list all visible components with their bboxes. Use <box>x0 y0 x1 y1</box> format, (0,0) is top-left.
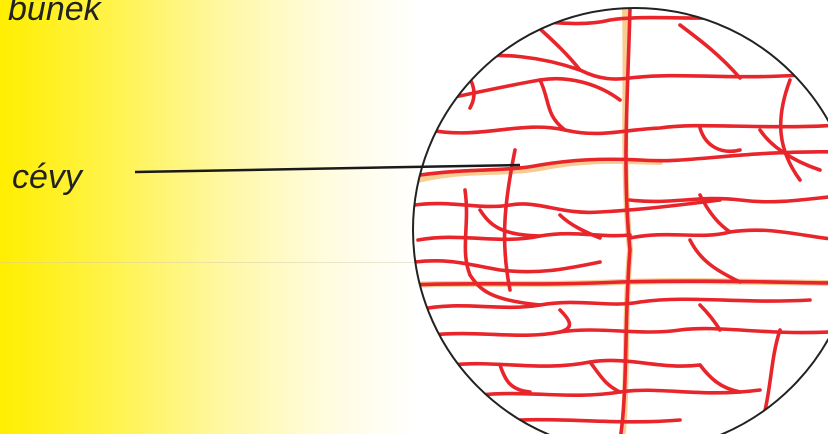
magnifier-circle <box>413 8 828 434</box>
vessel <box>520 420 680 422</box>
